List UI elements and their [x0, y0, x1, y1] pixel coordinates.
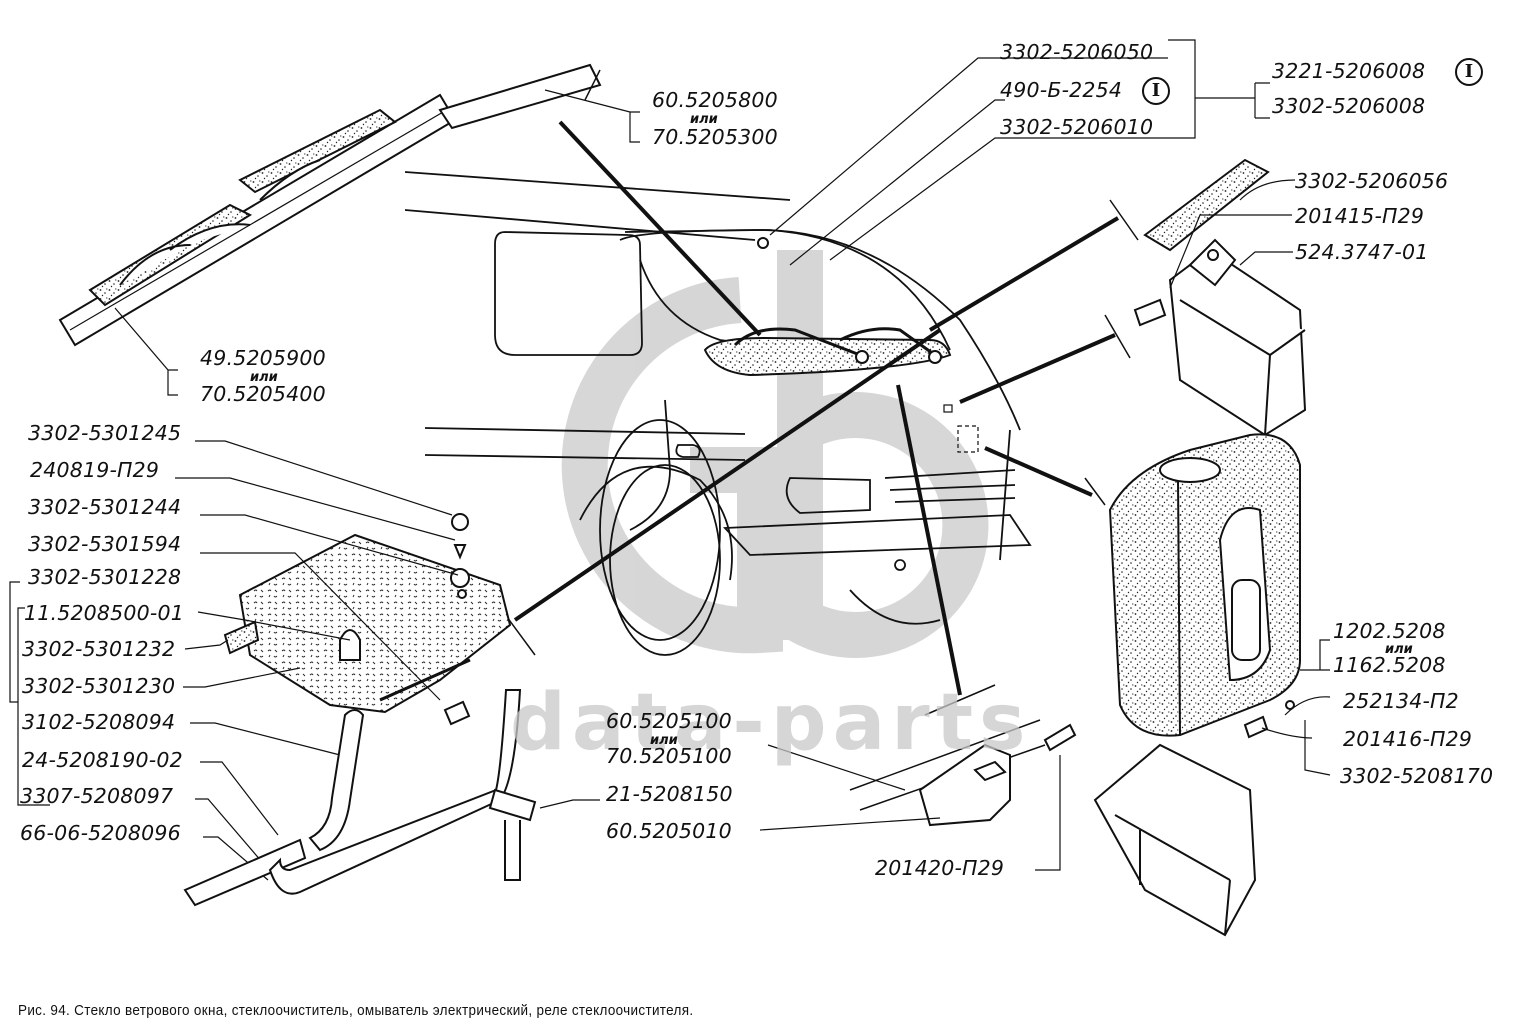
- relay-drawing: [1133, 238, 1307, 437]
- part-label-wiper-arm-b: 70.5205300: [652, 125, 778, 149]
- or-word: или: [1385, 642, 1413, 657]
- part-label-motor-a: 60.5205100: [606, 709, 732, 733]
- part-label-3302-5206010: 3302-5206010: [1000, 115, 1154, 139]
- part-label-3307-5208097: 3307-5208097: [20, 784, 174, 808]
- part-label-3221-5206008: 3221-5206008: [1272, 59, 1426, 83]
- wiper-motor-bracket-drawing: [849, 719, 1077, 827]
- leader-glass-group: [769, 39, 1270, 266]
- part-label-pump-b: 1162.5208: [1333, 653, 1446, 677]
- part-label-201420-p29: 201420-П29: [875, 856, 1005, 880]
- or-word: или: [690, 112, 718, 127]
- pointer-lines: [513, 120, 1120, 696]
- part-label-3302-5208170: 3302-5208170: [1340, 764, 1494, 788]
- part-label-24-5208190-02: 24-5208190-02: [22, 748, 183, 772]
- part-label-3302-5301228: 3302-5301228: [28, 565, 182, 589]
- leader-reservoir: [1261, 639, 1331, 776]
- part-label-11-5208500-01: 11.5208500-01: [24, 601, 184, 625]
- washer-reservoir-drawing: [1093, 433, 1301, 937]
- windshield-seal-drawing: [1143, 158, 1270, 252]
- figure-caption: Рис. 94. Стекло ветрового окна, стеклооч…: [18, 1003, 694, 1019]
- part-label-60-5205010: 60.5205010: [606, 819, 732, 843]
- part-label-3102-5208094: 3102-5208094: [22, 710, 176, 734]
- part-label-wiper-blade-b: 70.5205400: [200, 382, 326, 406]
- part-label-21-5208150: 21-5208150: [606, 782, 733, 806]
- part-label-3302-5301232: 3302-5301232: [22, 637, 176, 661]
- part-label-490-b-2254: 490-Б-2254: [1000, 78, 1123, 102]
- part-label-66-06-5208096: 66-06-5208096: [20, 821, 181, 845]
- part-label-524-3747-01: 524.3747-01: [1295, 240, 1429, 264]
- part-label-3302-5301230: 3302-5301230: [22, 674, 176, 698]
- part-label-201416-p29: 201416-П29: [1343, 727, 1473, 751]
- part-label-3302-5206056: 3302-5206056: [1295, 169, 1449, 193]
- leader-left-column: [9, 440, 459, 881]
- part-label-3302-5301244: 3302-5301244: [28, 495, 182, 519]
- or-word: или: [250, 370, 278, 385]
- or-word: или: [650, 733, 678, 748]
- washer-hoses-drawing: [183, 689, 537, 907]
- part-label-wiper-blade-a: 49.5205900: [200, 346, 326, 370]
- part-label-3302-5301245: 3302-5301245: [28, 421, 182, 445]
- part-label-252134-p2: 252134-П2: [1343, 689, 1459, 713]
- leader-wiper-blade: [114, 307, 178, 396]
- leader-bracket: [759, 744, 1061, 871]
- part-label-motor-b: 70.5205100: [606, 744, 732, 768]
- circle-mark-i: I: [1142, 77, 1170, 105]
- wiper-blade-drawing: [58, 63, 602, 347]
- leader-seal: [1239, 179, 1296, 201]
- part-label-3302-5301594: 3302-5301594: [28, 532, 182, 556]
- circle-mark-i: I: [1455, 58, 1483, 86]
- leader-grommet: [539, 799, 600, 809]
- part-label-wiper-arm-a: 60.5205800: [652, 88, 778, 112]
- leader-relay: [1169, 214, 1293, 289]
- watermark-logo: [561, 250, 989, 658]
- part-label-240819-p29: 240819-П29: [30, 458, 160, 482]
- cowl-panel-drawing: [223, 513, 512, 726]
- part-label-3302-5206050: 3302-5206050: [1000, 40, 1154, 64]
- leader-wiper-arm: [544, 89, 640, 143]
- watermark-text: data-parts: [510, 678, 1032, 768]
- part-label-pump-a: 1202.5208: [1333, 619, 1446, 643]
- part-label-201415-p29: 201415-П29: [1295, 204, 1425, 228]
- part-label-3302-5206008: 3302-5206008: [1272, 94, 1426, 118]
- vehicle-outline: [404, 171, 1032, 656]
